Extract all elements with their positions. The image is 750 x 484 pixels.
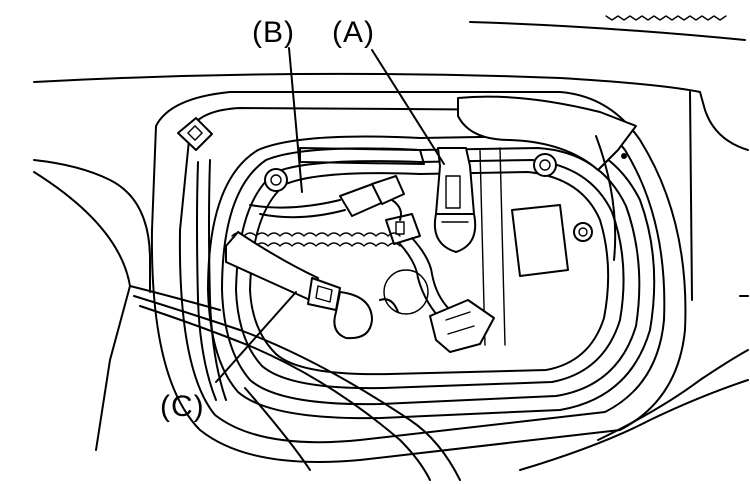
label-b: (B) (252, 16, 295, 49)
label-c: (C) (160, 390, 205, 423)
bulb-socket-a (434, 147, 477, 253)
fender-lines (33, 159, 749, 481)
leader-b (288, 47, 303, 193)
inner-aperture (249, 171, 610, 376)
bulb-c-assembly (225, 231, 429, 340)
wire-harness-b (231, 175, 495, 353)
leader-c (215, 291, 297, 383)
leader-lines (215, 47, 445, 383)
leader-a (371, 49, 445, 165)
bracket-arm (457, 95, 637, 261)
mounting-tab (177, 117, 213, 151)
reflector-details (264, 147, 593, 346)
label-a: (A) (332, 16, 375, 49)
body-panel-outline (33, 15, 749, 301)
